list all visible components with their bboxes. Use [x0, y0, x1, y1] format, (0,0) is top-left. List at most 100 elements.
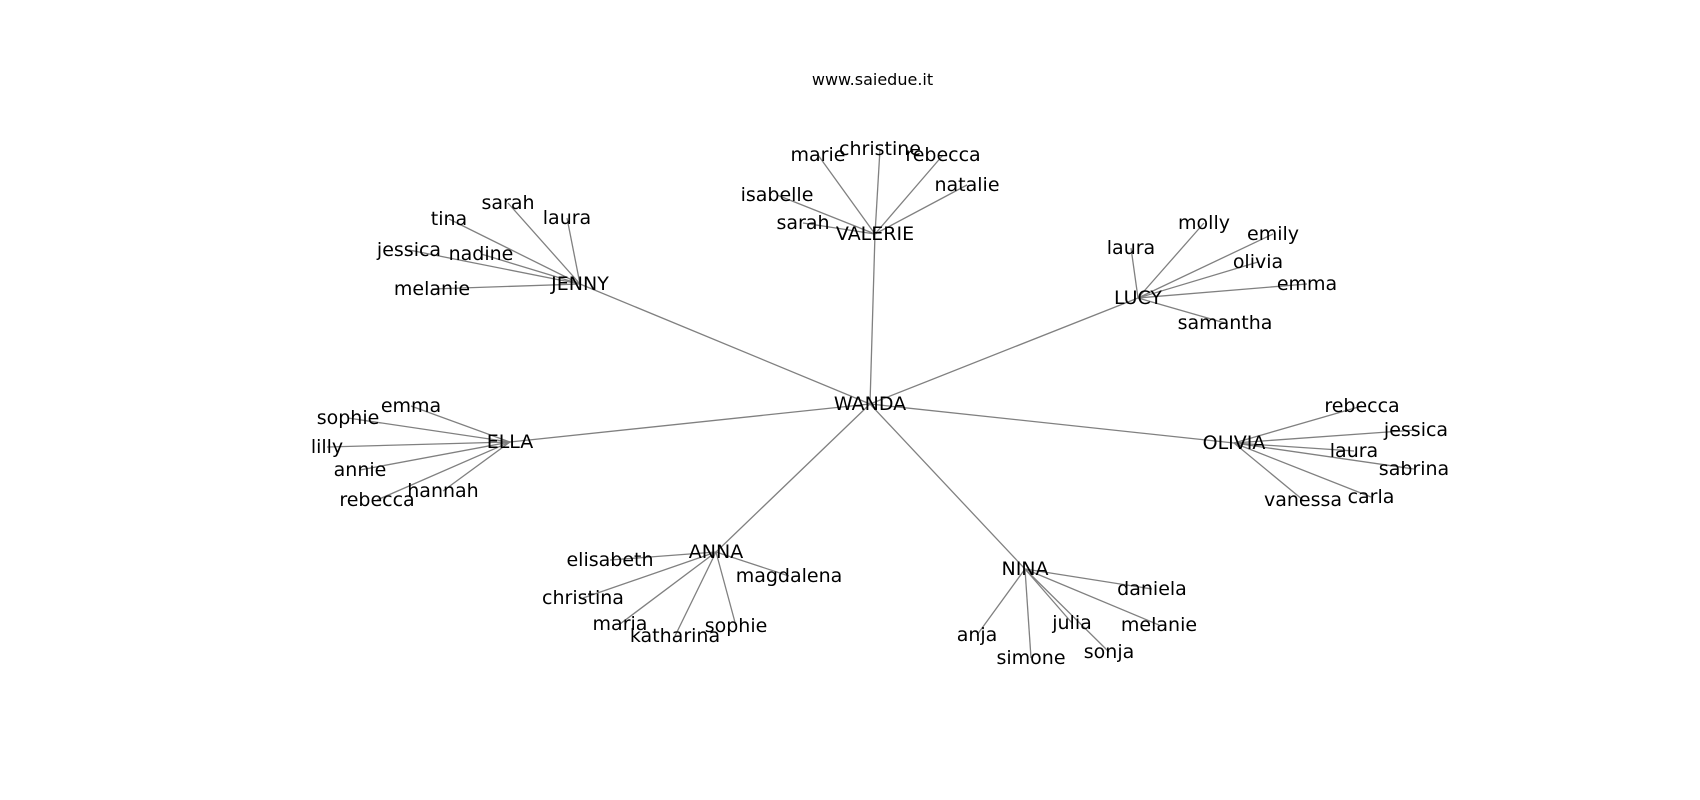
edge-nina-to-melanie: [1024, 568, 1160, 626]
edge-jenny-to-sarah: [507, 202, 581, 285]
member-node-label: elisabeth: [566, 549, 653, 571]
edge-valerie-to-rebecca: [874, 154, 944, 235]
edge-valerie-to-marie: [817, 154, 876, 235]
member-node-label: sonja: [1084, 641, 1135, 663]
edge-olivia-to-laura: [1233, 442, 1355, 452]
member-node-label: hannah: [407, 480, 478, 502]
site-credit: www.saiedue.it: [811, 70, 934, 89]
group-node-label: LUCY: [1114, 287, 1162, 309]
group-node-label: VALERIE: [836, 223, 914, 245]
member-node-label: rebecca: [905, 144, 980, 166]
member-node-label: simone: [996, 647, 1065, 669]
member-node-label: sophie: [317, 407, 380, 429]
edge-jenny-to-nadine: [480, 253, 581, 285]
center-node-label: WANDA: [834, 393, 906, 415]
group-node-label: OLIVIA: [1203, 432, 1266, 454]
edge-anna-to-elisabeth: [609, 551, 717, 561]
edge-nina-to-sonja: [1024, 568, 1110, 653]
edge-lucy-to-molly: [1137, 222, 1205, 299]
member-node-label: nadine: [449, 243, 514, 265]
member-node-label: anja: [957, 624, 998, 646]
edge-ella-to-rebecca: [376, 441, 511, 501]
member-node-label: julia: [1051, 612, 1092, 634]
edge-anna-to-magdalena: [715, 551, 790, 577]
edge-valerie-to-sarah: [802, 222, 876, 235]
member-node-label: sophie: [705, 615, 768, 637]
edge-lucy-to-emily: [1137, 233, 1274, 299]
member-node-label: emma: [1277, 273, 1337, 295]
member-node-label: sarah: [481, 192, 534, 214]
edge-lucy-to-olivia: [1137, 261, 1259, 299]
member-node-label: laura: [1330, 440, 1378, 462]
edge-valerie-to-natalie: [874, 184, 968, 235]
edge-ella-to-sophie: [347, 417, 511, 443]
member-node-label: sabrina: [1379, 458, 1449, 480]
edge-center-to-valerie: [869, 233, 876, 405]
edge-jenny-to-laura: [566, 217, 581, 285]
edge-ella-to-hannah: [442, 441, 511, 492]
member-node-label: vanessa: [1264, 489, 1342, 511]
member-node-label: marie: [791, 144, 846, 166]
member-node-label: jessica: [376, 239, 441, 261]
edge-jenny-to-jessica: [408, 249, 581, 285]
label-layer: WANDAVALERIEmariechristinerebeccanatalie…: [311, 138, 1449, 669]
edge-anna-to-christina: [582, 551, 717, 599]
member-node-label: laura: [1107, 237, 1155, 259]
edge-nina-to-simone: [1024, 568, 1032, 659]
member-node-label: carla: [1348, 486, 1395, 508]
edge-olivia-to-jessica: [1233, 429, 1417, 444]
member-node-label: daniela: [1117, 578, 1187, 600]
edge-valerie-to-isabelle: [776, 194, 876, 235]
edge-center-to-jenny: [579, 283, 871, 405]
member-node-label: laura: [543, 207, 591, 229]
member-node-label: rebecca: [1324, 395, 1399, 417]
member-node-label: emily: [1247, 223, 1299, 245]
edge-nina-to-daniela: [1024, 568, 1153, 590]
edge-jenny-to-tina: [448, 218, 581, 285]
member-node-label: sarah: [776, 212, 829, 234]
edge-jenny-to-melanie: [431, 283, 581, 290]
member-node-label: molly: [1178, 212, 1230, 234]
member-node-label: annie: [334, 459, 387, 481]
member-node-label: maria: [593, 613, 648, 635]
member-node-label: magdalena: [736, 565, 843, 587]
edge-olivia-to-rebecca: [1233, 405, 1363, 444]
member-node-label: isabelle: [741, 184, 814, 206]
edge-ella-to-annie: [359, 441, 511, 471]
member-node-label: emma: [381, 395, 441, 417]
edge-olivia-to-vanessa: [1233, 442, 1304, 501]
member-node-label: rebecca: [339, 489, 414, 511]
edge-olivia-to-sabrina: [1233, 442, 1415, 470]
edge-center-to-olivia: [869, 403, 1235, 444]
edge-lucy-to-samantha: [1137, 297, 1226, 324]
edge-lucy-to-laura: [1130, 247, 1139, 299]
edge-layer: [326, 148, 1417, 659]
edge-ella-to-lilly: [326, 441, 511, 448]
edge-center-to-lucy: [869, 297, 1139, 405]
group-node-label: NINA: [1001, 558, 1048, 580]
group-node-label: ELLA: [487, 431, 534, 453]
edge-valerie-to-christine: [874, 148, 881, 235]
edge-nina-to-julia: [1024, 568, 1073, 624]
group-node-label: ANNA: [689, 541, 743, 563]
member-node-label: melanie: [394, 278, 470, 300]
edge-lucy-to-emma: [1137, 283, 1308, 299]
member-node-label: olivia: [1233, 251, 1283, 273]
member-node-label: jessica: [1383, 419, 1448, 441]
edge-olivia-to-carla: [1233, 442, 1372, 498]
edge-anna-to-katharina: [674, 551, 717, 637]
edge-ella-to-emma: [410, 405, 511, 443]
edge-center-to-ella: [509, 403, 871, 443]
edge-center-to-nina: [869, 403, 1026, 570]
member-node-label: lilly: [311, 436, 343, 458]
member-node-label: christina: [542, 587, 624, 609]
edge-center-to-anna: [715, 403, 871, 553]
edge-anna-to-maria: [619, 551, 717, 625]
member-node-label: natalie: [934, 174, 999, 196]
member-node-label: christine: [839, 138, 921, 160]
group-node-label: JENNY: [550, 273, 609, 295]
member-node-label: samantha: [1178, 312, 1273, 334]
member-node-label: melanie: [1121, 614, 1197, 636]
member-node-label: katharina: [630, 625, 720, 647]
